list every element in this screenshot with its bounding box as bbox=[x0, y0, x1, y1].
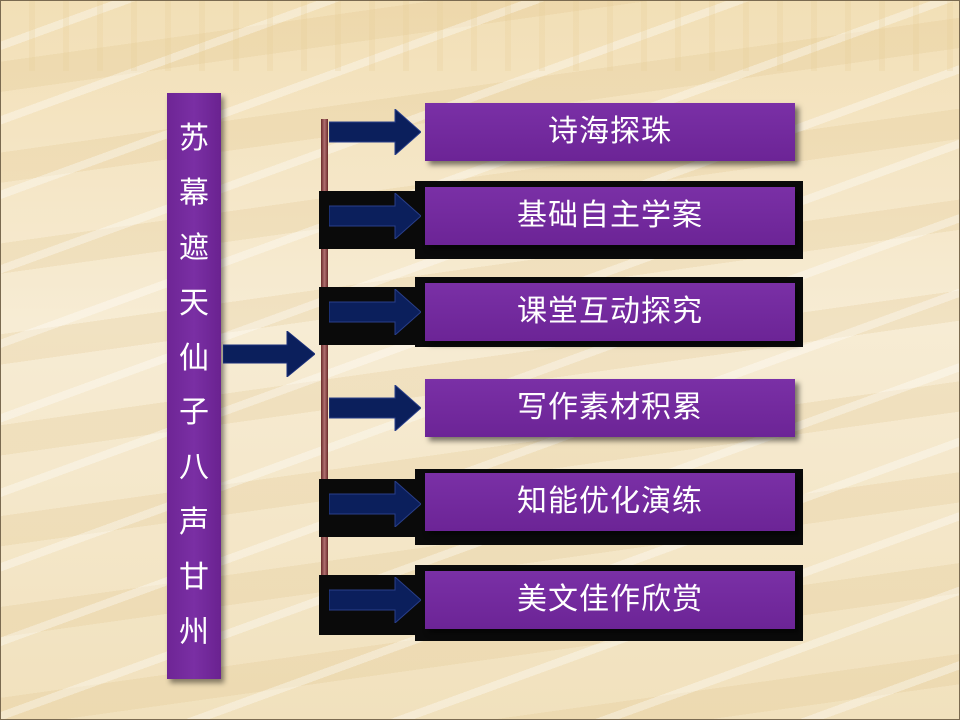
menu-item-writing[interactable]: 写作素材积累 bbox=[425, 379, 795, 437]
menu-item-appreciation[interactable]: 美文佳作欣赏 bbox=[425, 571, 795, 629]
menu-item-basics[interactable]: 基础自主学案 bbox=[425, 187, 795, 245]
branch-right-arrow-icon bbox=[329, 109, 421, 155]
title-char: 幕 bbox=[179, 175, 209, 211]
background-stripes bbox=[1, 1, 960, 71]
title-char: 天 bbox=[179, 285, 209, 321]
title-char: 声 bbox=[179, 505, 209, 541]
title-char: 甘 bbox=[179, 560, 209, 596]
title-char: 苏 bbox=[179, 120, 209, 156]
branch-right-arrow-icon bbox=[329, 577, 421, 623]
title-char: 州 bbox=[179, 615, 209, 651]
branch-right-arrow-icon bbox=[329, 385, 421, 431]
title-char: 八 bbox=[179, 450, 209, 486]
branch-right-arrow-icon bbox=[329, 193, 421, 239]
menu-item-classroom[interactable]: 课堂互动探究 bbox=[425, 283, 795, 341]
menu-item-practice[interactable]: 知能优化演练 bbox=[425, 473, 795, 531]
title-char: 仙 bbox=[179, 340, 209, 376]
vertical-title: 苏 幕 遮 天 仙 子 八 声 甘 州 bbox=[167, 93, 221, 679]
branch-right-arrow-icon bbox=[329, 289, 421, 335]
branch-right-arrow-icon bbox=[329, 481, 421, 527]
title-char: 子 bbox=[179, 395, 209, 431]
title-char: 遮 bbox=[179, 230, 209, 266]
menu-item-poetry[interactable]: 诗海探珠 bbox=[425, 103, 795, 161]
main-right-arrow-icon bbox=[223, 331, 315, 377]
connector-rail bbox=[321, 119, 328, 589]
